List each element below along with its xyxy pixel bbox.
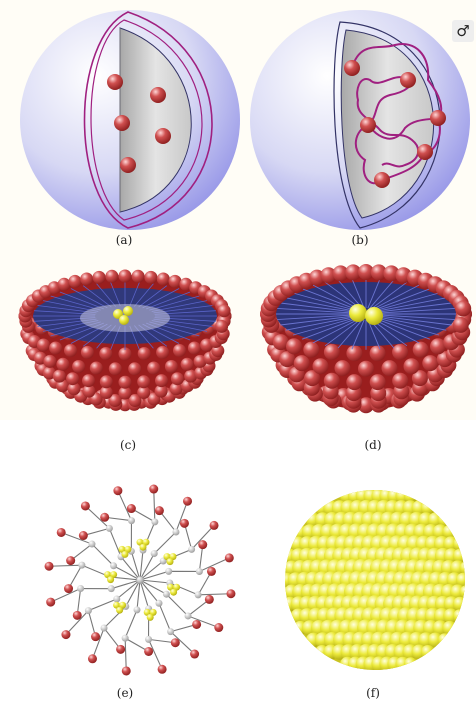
caption-e: (e) xyxy=(95,686,155,700)
caption-a: (a) xyxy=(94,233,154,247)
caption-f: (f) xyxy=(343,686,403,700)
caption-d: (d) xyxy=(343,438,403,452)
panel-f-bead-sphere xyxy=(280,488,474,671)
gender-symbol-icon[interactable]: ♂ xyxy=(452,20,474,42)
panel-c-half-micelle xyxy=(19,270,232,412)
panel-d-half-micelle xyxy=(260,264,472,413)
panel-a-sphere xyxy=(20,10,240,230)
panel-e-star-polymer xyxy=(45,485,236,676)
caption-b: (b) xyxy=(330,233,390,247)
caption-c: (c) xyxy=(98,438,158,452)
